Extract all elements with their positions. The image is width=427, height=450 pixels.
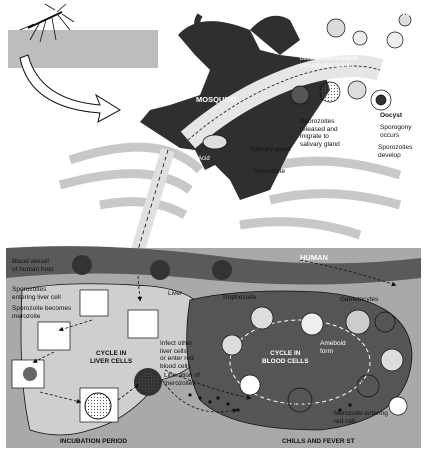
liver-label: Liver bbox=[168, 290, 183, 297]
salivary-gland-label: Salivary gland bbox=[250, 146, 291, 153]
ameboid-label: Ameboid form bbox=[320, 340, 346, 355]
liberation-label: Liberation of merozoites bbox=[164, 372, 200, 387]
mosquito-leg bbox=[194, 13, 217, 43]
blood-vessel-label: Blood vessel of human host bbox=[12, 258, 54, 273]
liver-schizont bbox=[84, 392, 112, 420]
zoom-arrow bbox=[19, 54, 121, 123]
cycle-arrows bbox=[32, 259, 397, 414]
mosquito-head bbox=[250, 15, 300, 55]
sporozoites-entering-label: Sporozoites entering liver cell bbox=[12, 286, 61, 301]
chills-label: CHILLS AND FEVER ST bbox=[282, 438, 355, 445]
liver-cell-nucleus bbox=[23, 367, 37, 381]
blood-cycle-path bbox=[229, 319, 371, 405]
human-label: HUMAN bbox=[300, 253, 328, 262]
fertilization-label: Fertilization bbox=[355, 3, 392, 10]
trophozoite-label: Trophozoite bbox=[222, 294, 257, 301]
mosquito-icon bbox=[19, 3, 75, 43]
salivary-gland bbox=[202, 134, 228, 150]
mosquito-label: MOSQUITO bbox=[196, 95, 237, 104]
gametocytes-bottom-label: Gametocytes bbox=[340, 296, 379, 303]
red-blood-cells bbox=[221, 306, 408, 416]
merozoites bbox=[188, 393, 352, 412]
infect-other-label: Infect other liver cells or enter red bl… bbox=[160, 340, 194, 370]
vessel-cell-1 bbox=[72, 255, 92, 275]
cycle-blood-label: CYCLE IN BLOOD CELLS bbox=[262, 350, 309, 365]
proboscis-path bbox=[137, 149, 169, 251]
sporozoites-develop-label: Sporozoites develop bbox=[378, 144, 413, 159]
sporogony-label: Sporogony occurs bbox=[380, 124, 412, 139]
vessel-cell-3 bbox=[212, 260, 232, 280]
oocyst-label: Oocyst bbox=[380, 112, 403, 119]
gametocytes-differentiated-label: Gametocytes become differentiated into e… bbox=[300, 48, 358, 69]
sporozoite-becomes-label: Sporozoite becomes merozoite bbox=[12, 305, 72, 320]
sporozoites-released-label: Sporozoites released and migrate to sali… bbox=[300, 118, 340, 148]
merozoite-cluster bbox=[138, 372, 158, 392]
vessel-cell-2 bbox=[150, 260, 170, 280]
sporozoite-label: Sporozoite bbox=[254, 168, 286, 175]
merozoite-entering-label: Merozoite entering red cell bbox=[334, 410, 388, 425]
acid-text: Acid bbox=[198, 156, 210, 162]
stomach-label: Stomach bbox=[302, 17, 330, 24]
mosquito-inset-background bbox=[8, 30, 158, 68]
cycle-liver-label: CYCLE IN LIVER CELLS bbox=[90, 350, 133, 365]
stomach-cells bbox=[290, 13, 412, 111]
incubation-label: INCUBATION PERIOD bbox=[60, 438, 128, 445]
gut-path-dashes bbox=[187, 65, 381, 141]
zygote-label: Zygote bbox=[398, 10, 420, 17]
